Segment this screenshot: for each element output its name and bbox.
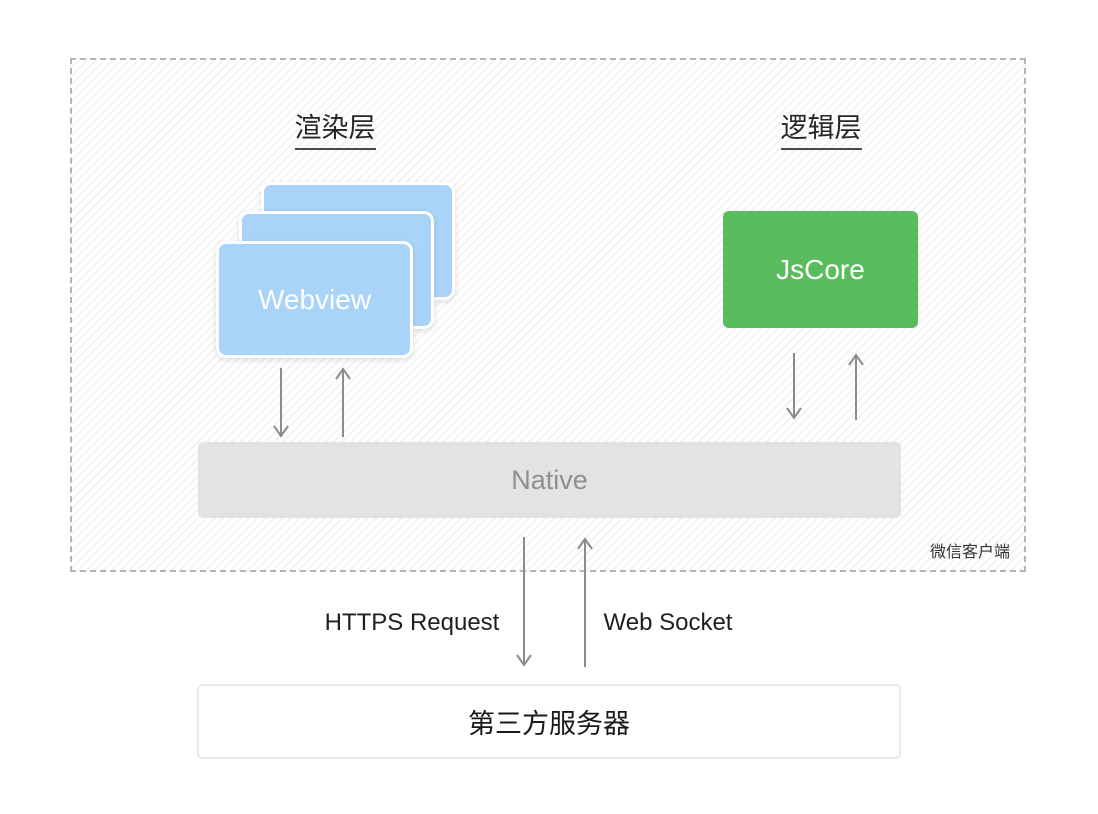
https-request-label: HTTPS Request [324,609,500,636]
jscore-box: JsCore [723,211,918,328]
webview-card-front: Webview [216,241,413,358]
logic-layer-title: 逻辑层 [721,106,921,150]
render-layer-title: 渲染层 [235,106,435,150]
native-to-webview-arrow [335,367,351,437]
logic-layer-title-text: 逻辑层 [780,106,862,150]
jscore-label: JsCore [776,253,865,285]
third-party-server-box: 第三方服务器 [197,684,901,759]
wechat-client-label: 微信客户端 [929,544,1010,561]
native-to-jscore-arrow [848,353,864,420]
native-to-server-arrow [516,537,532,667]
server-to-native-arrow [577,537,593,667]
webview-label: Webview [257,283,372,315]
native-label: Native [511,464,588,495]
third-party-server-label: 第三方服务器 [468,709,630,739]
native-bar: Native [198,442,901,518]
render-layer-title-text: 渲染层 [294,106,376,150]
webview-to-native-arrow [273,368,289,438]
web-socket-label: Web Socket [603,609,733,636]
jscore-to-native-arrow [786,353,802,420]
